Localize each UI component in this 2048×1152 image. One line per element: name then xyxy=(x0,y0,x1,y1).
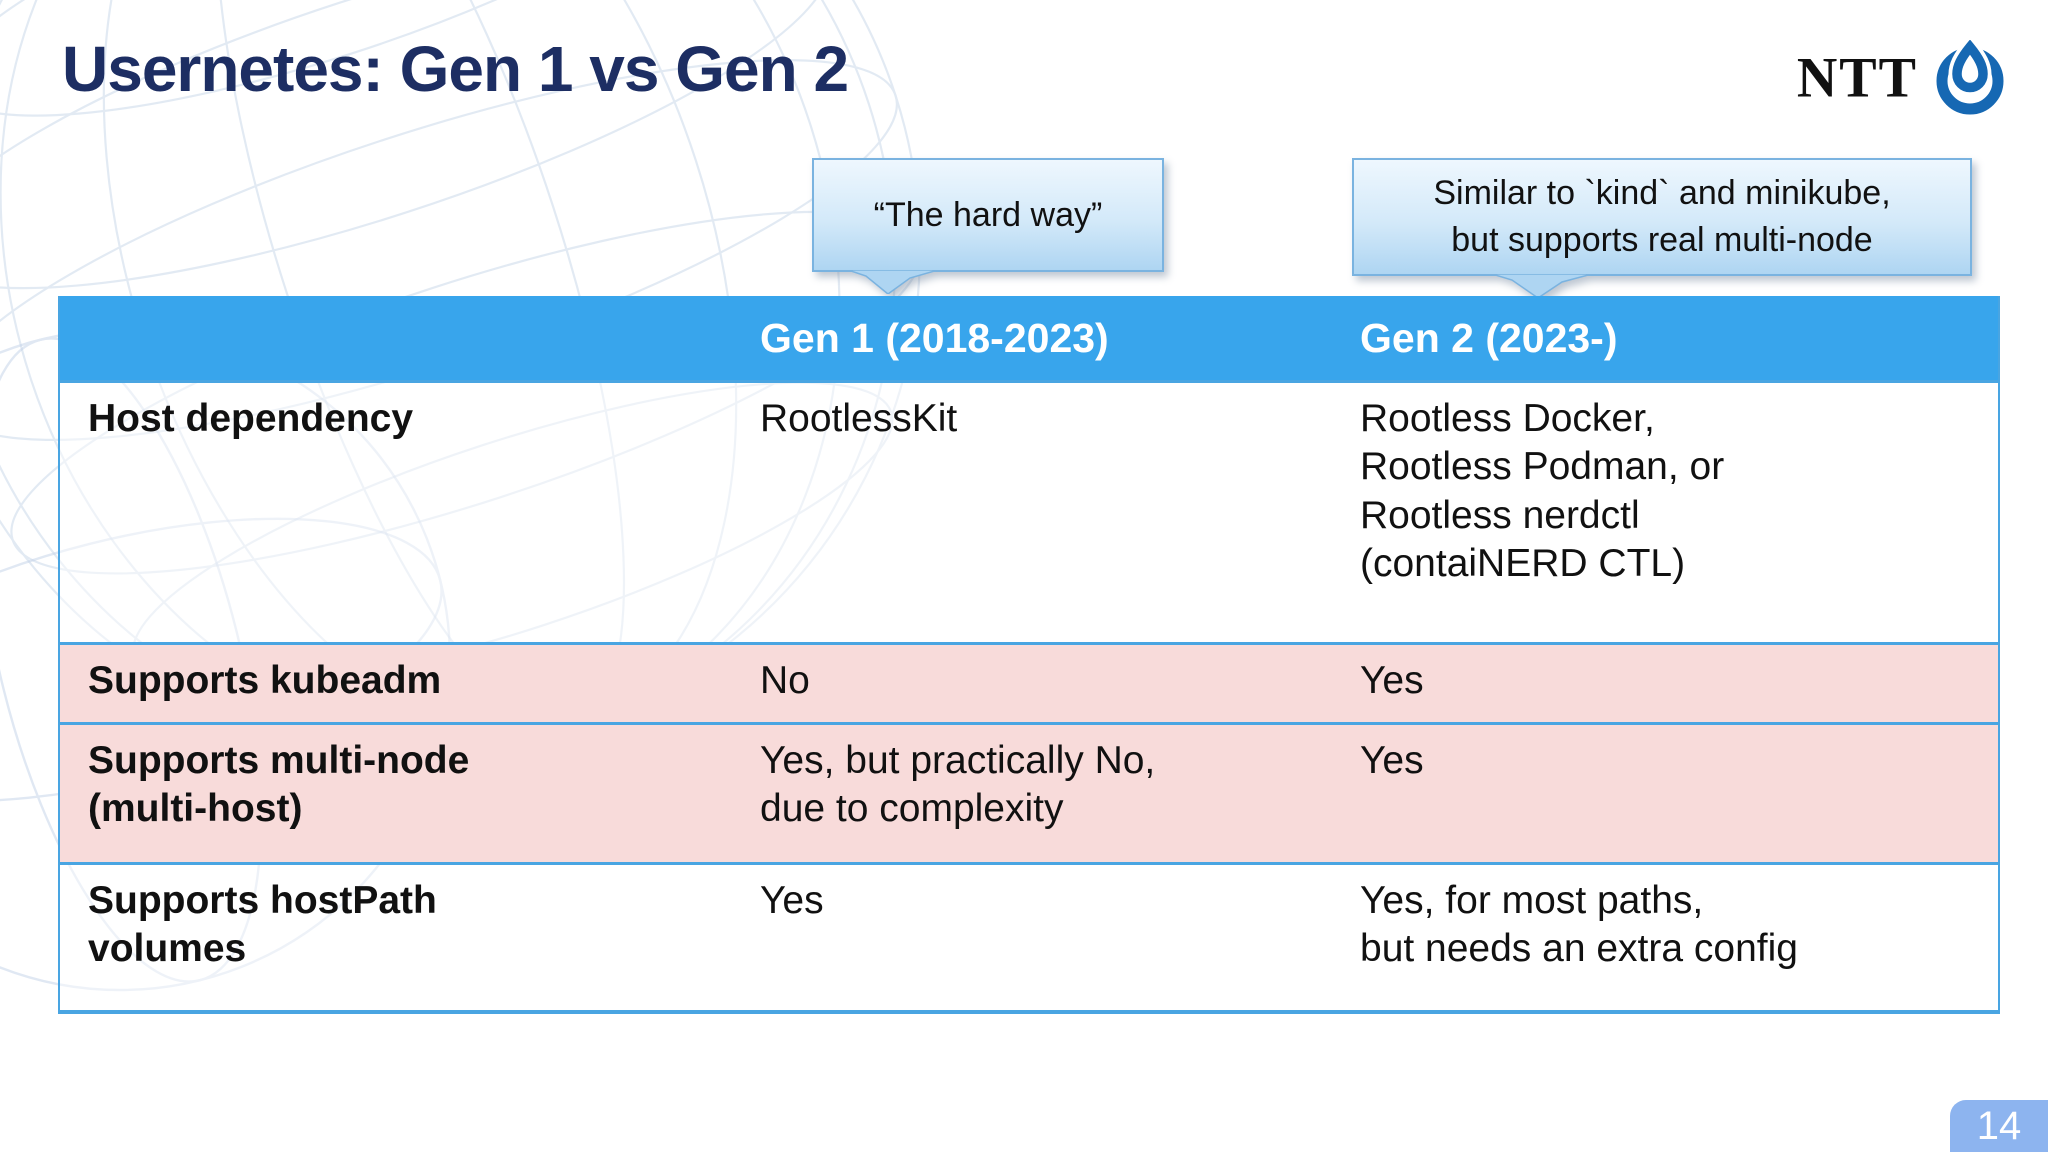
callout-gen2: Similar to `kind` and minikube, but supp… xyxy=(1352,158,1972,298)
table-header-row: Gen 1 (2018-2023) Gen 2 (2023-) xyxy=(60,296,1998,380)
table-row-supports-hostpath: Supports hostPath volumes Yes Yes, for m… xyxy=(60,862,1998,1010)
gen1-value: No xyxy=(760,659,810,702)
page-number-badge: 14 xyxy=(1950,1100,2048,1152)
table-row-supports-kubeadm: Supports kubeadm No Yes xyxy=(60,642,1998,722)
page-number: 14 xyxy=(1976,1103,2022,1148)
callout-gen2-text: Similar to `kind` and minikube, but supp… xyxy=(1352,158,1972,276)
slide-title: Usernetes: Gen 1 vs Gen 2 xyxy=(62,33,849,105)
header-gen1: Gen 1 (2018-2023) xyxy=(760,314,1109,361)
callout-gen1-text: “The hard way” xyxy=(812,158,1164,272)
gen2-value: Yes xyxy=(1360,659,1424,702)
row-label: Supports multi-node (multi-host) xyxy=(88,739,470,831)
gen2-value: Yes, for most paths, but needs an extra … xyxy=(1360,879,1798,971)
callout-gen1: “The hard way” xyxy=(812,158,1164,294)
row-label: Supports hostPath volumes xyxy=(88,879,437,971)
ntt-wordmark: NTT xyxy=(1796,46,1918,110)
header-gen2: Gen 2 (2023-) xyxy=(1360,314,1618,361)
table-row-host-dependency: Host dependency RootlessKit Rootless Doc… xyxy=(60,380,1998,642)
comparison-table: Gen 1 (2018-2023) Gen 2 (2023-) Host dep… xyxy=(58,296,2000,1014)
gen2-value: Yes xyxy=(1360,739,1424,782)
header-feature xyxy=(60,334,760,342)
callout-gen2-tail xyxy=(1492,274,1592,298)
gen1-value: Yes xyxy=(760,879,824,922)
ntt-logo: NTT xyxy=(1797,40,2008,116)
gen2-value: Rootless Docker, Rootless Podman, or Roo… xyxy=(1360,397,1725,586)
row-label: Supports kubeadm xyxy=(88,659,442,702)
table-row-supports-multi-node: Supports multi-node (multi-host) Yes, bu… xyxy=(60,722,1998,862)
row-label: Host dependency xyxy=(88,397,414,440)
ntt-dynamic-loop-icon xyxy=(1936,40,2004,115)
callout-gen1-tail xyxy=(848,270,938,294)
gen1-value: Yes, but practically No, due to complexi… xyxy=(760,739,1156,831)
gen1-value: RootlessKit xyxy=(760,397,958,440)
